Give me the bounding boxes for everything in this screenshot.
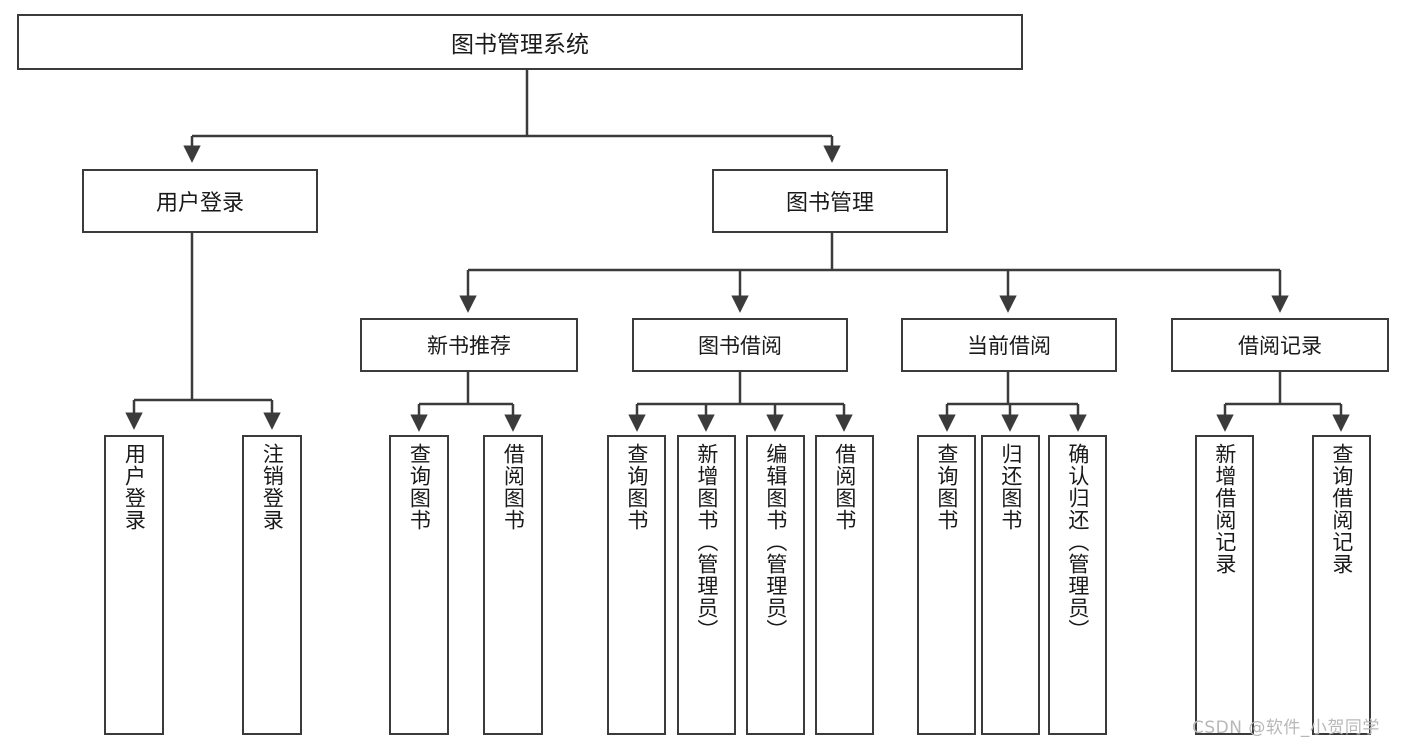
leaf-label: 新增图书（管理员） [694, 443, 719, 641]
node-user-login[interactable]: 用户登录 [82, 169, 318, 233]
leaf-label: 查询图书 [934, 443, 959, 531]
leaf-query-book-1[interactable]: 查询图书 [389, 435, 449, 735]
leaf-label: 借阅图书 [501, 443, 526, 531]
node-label: 借阅记录 [1238, 334, 1322, 358]
node-label: 新书推荐 [427, 334, 511, 358]
leaf-query-book-2[interactable]: 查询图书 [607, 435, 666, 735]
node-book-borrow[interactable]: 图书借阅 [632, 318, 848, 372]
leaf-label: 查询图书 [624, 443, 649, 531]
leaf-logout[interactable]: 注销登录 [242, 435, 302, 735]
node-current-borrow[interactable]: 当前借阅 [901, 318, 1117, 372]
leaf-borrow-book-2[interactable]: 借阅图书 [815, 435, 874, 735]
node-label: 图书借阅 [698, 334, 782, 358]
leaf-label: 新增借阅记录 [1212, 443, 1237, 575]
node-label: 当前借阅 [967, 334, 1051, 358]
leaf-return-book[interactable]: 归还图书 [981, 435, 1040, 735]
leaf-edit-book[interactable]: 编辑图书（管理员） [746, 435, 805, 735]
leaf-confirm-return[interactable]: 确认归还（管理员） [1048, 435, 1107, 735]
leaf-query-record[interactable]: 查询借阅记录 [1312, 435, 1371, 735]
node-new-book-recommend[interactable]: 新书推荐 [360, 318, 578, 372]
leaf-label: 用户登录 [122, 443, 147, 531]
leaf-label: 归还图书 [998, 443, 1023, 531]
leaf-user-login[interactable]: 用户登录 [104, 435, 164, 735]
node-label: 图书管理系统 [451, 32, 589, 58]
leaf-label: 编辑图书（管理员） [763, 443, 788, 641]
csdn-watermark: CSDN @软件_小贺同学 [1192, 718, 1380, 738]
node-label: 图书管理 [785, 191, 874, 216]
node-book-management[interactable]: 图书管理 [712, 169, 948, 233]
leaf-label: 注销登录 [260, 443, 285, 531]
leaf-add-book[interactable]: 新增图书（管理员） [677, 435, 736, 735]
leaf-label: 查询借阅记录 [1329, 443, 1354, 575]
leaf-label: 确认归还（管理员） [1065, 443, 1090, 641]
leaf-borrow-book-1[interactable]: 借阅图书 [483, 435, 543, 735]
node-borrow-record[interactable]: 借阅记录 [1171, 318, 1389, 372]
leaf-add-record[interactable]: 新增借阅记录 [1195, 435, 1254, 735]
node-book-management-system[interactable]: 图书管理系统 [17, 14, 1023, 70]
leaf-label: 借阅图书 [832, 443, 857, 531]
leaf-query-book-3[interactable]: 查询图书 [917, 435, 976, 735]
leaf-label: 查询图书 [407, 443, 432, 531]
node-label: 用户登录 [155, 191, 244, 216]
